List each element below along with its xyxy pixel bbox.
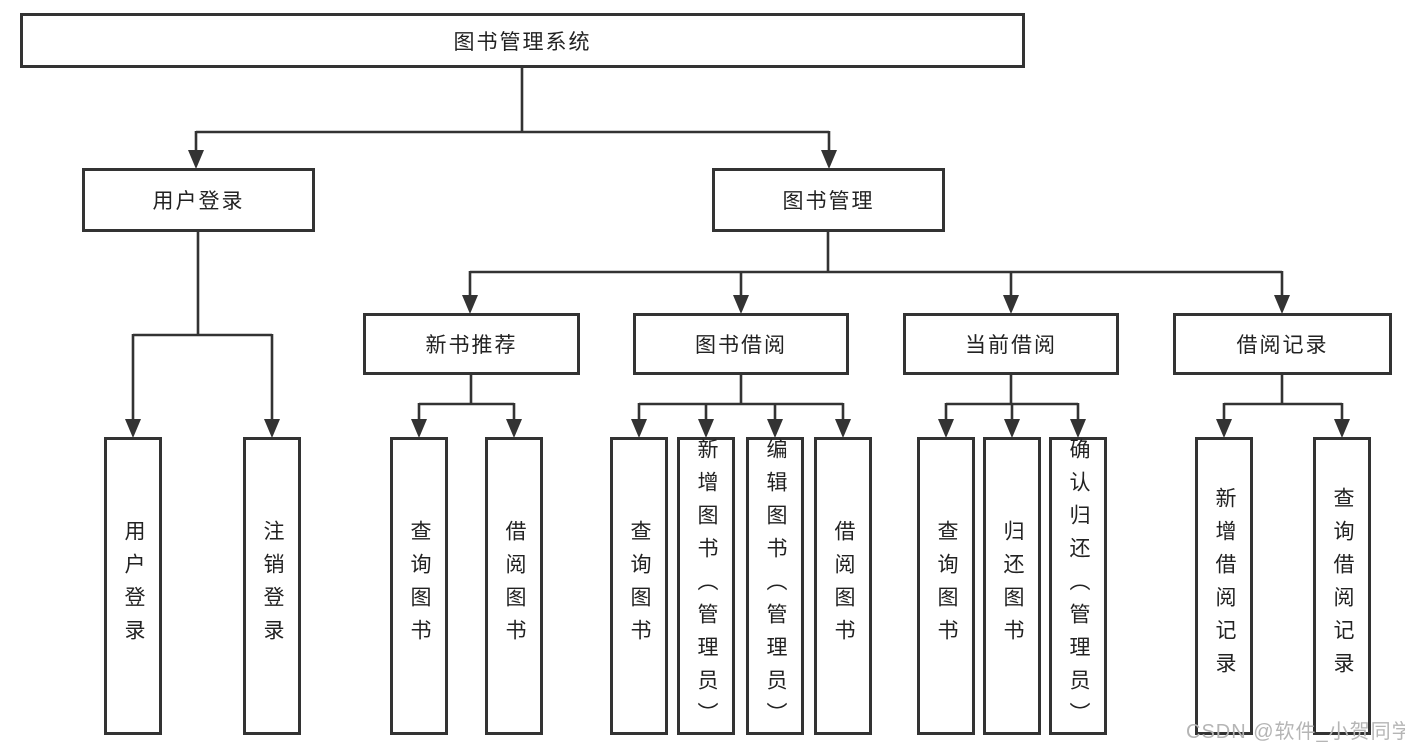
node-book-borrow-label: 图书借阅 bbox=[695, 334, 787, 357]
leaf-edit-book-admin: 编辑图书（管理员） bbox=[746, 437, 804, 735]
node-user-login-group-label: 用户登录 bbox=[152, 190, 245, 213]
leaf-query-book-current: 查询图书 bbox=[917, 437, 975, 735]
connector-user-to-leaves bbox=[131, 232, 274, 421]
leaf-borrow-book: 借阅图书 bbox=[814, 437, 872, 735]
connector-book-to-sections bbox=[468, 232, 1284, 297]
leaf-query-book-borrow: 查询图书 bbox=[610, 437, 668, 735]
connector-sec2-to-leaves bbox=[944, 375, 1080, 421]
connector-root-to-level2 bbox=[194, 68, 831, 152]
node-root-label: 图书管理系统 bbox=[453, 30, 592, 54]
leaf-confirm-return-admin: 确认归还（管理员） bbox=[1049, 437, 1107, 735]
leaf-query-borrow-record: 查询借阅记录 bbox=[1313, 437, 1371, 735]
connector-sec3-to-leaves bbox=[1222, 375, 1344, 421]
leaf-add-book-admin: 新增图书（管理员） bbox=[677, 437, 735, 735]
leaf-add-borrow-record: 新增借阅记录 bbox=[1195, 437, 1253, 735]
arrowheads bbox=[125, 150, 1350, 438]
leaf-user-login: 用户登录 bbox=[104, 437, 162, 735]
node-current-borrow: 当前借阅 bbox=[903, 313, 1119, 375]
leaf-query-book-recommend: 查询图书 bbox=[390, 437, 448, 735]
connector-sec0-to-leaves bbox=[417, 375, 516, 421]
node-new-book-recommend-label: 新书推荐 bbox=[425, 334, 518, 357]
leaf-return-book: 归还图书 bbox=[983, 437, 1041, 735]
connector-sec1-to-leaves bbox=[637, 375, 845, 421]
node-borrow-record-label: 借阅记录 bbox=[1236, 334, 1329, 357]
node-new-book-recommend: 新书推荐 bbox=[363, 313, 580, 375]
leaf-borrow-book-recommend: 借阅图书 bbox=[485, 437, 543, 735]
csdn-watermark: CSDN @软件_小贺同学 bbox=[1186, 721, 1405, 743]
node-book-management-group-label: 图书管理 bbox=[782, 190, 875, 213]
node-book-borrow: 图书借阅 bbox=[633, 313, 849, 375]
node-book-management-group: 图书管理 bbox=[712, 168, 945, 232]
node-current-borrow-label: 当前借阅 bbox=[965, 334, 1057, 357]
node-user-login-group: 用户登录 bbox=[82, 168, 315, 232]
leaf-logout: 注销登录 bbox=[243, 437, 301, 735]
node-root-system: 图书管理系统 bbox=[20, 13, 1025, 68]
node-borrow-record: 借阅记录 bbox=[1173, 313, 1392, 375]
